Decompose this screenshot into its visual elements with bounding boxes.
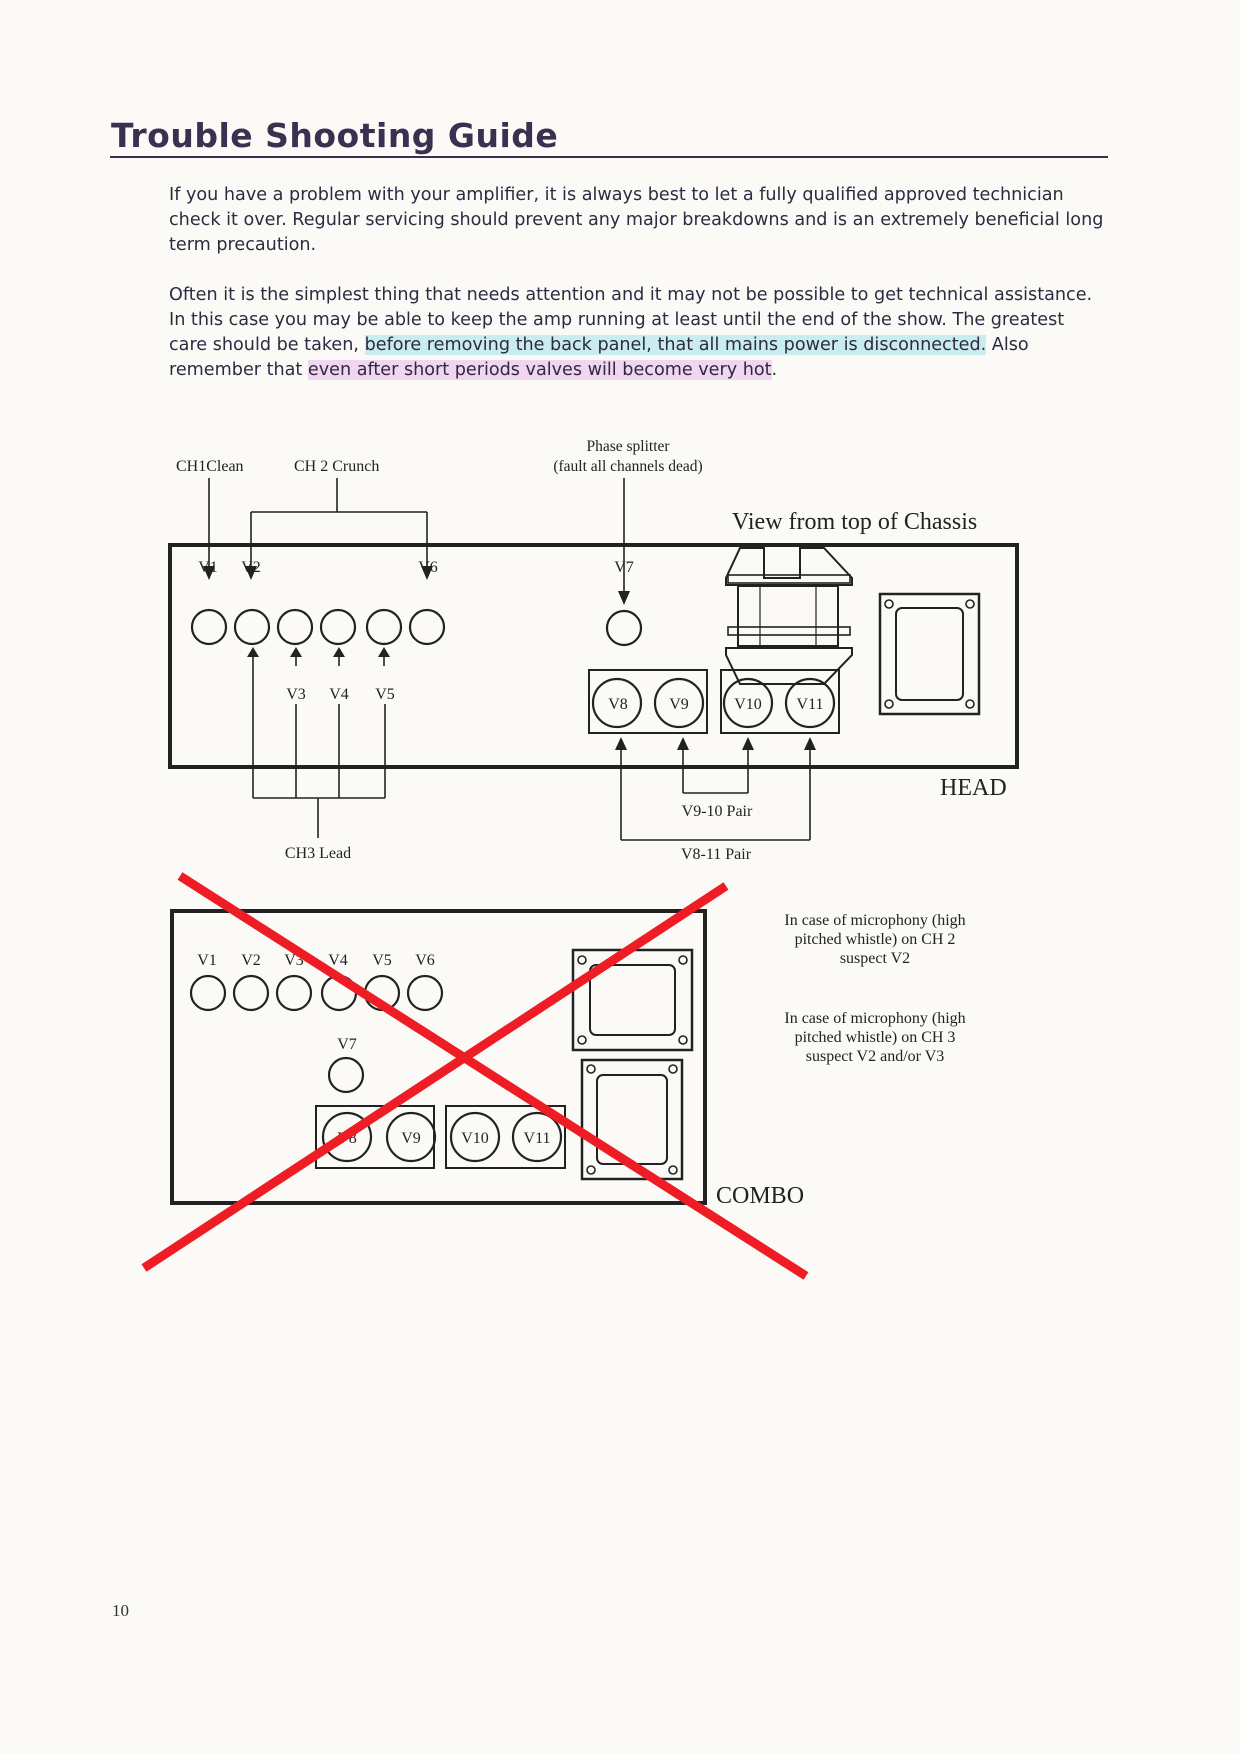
head-v11-label: V11 [797,696,824,713]
page-number: 10 [112,1601,129,1620]
combo-v5-label: V5 [372,952,392,969]
combo-label: COMBO [716,1183,804,1209]
combo-v9-label: V9 [401,1130,421,1147]
combo-v4-label: V4 [328,952,348,969]
v10-pair-arrowhead [742,737,754,750]
head-valve-v7 [605,609,643,647]
note2-line2: pitched whistle) on CH 3 [795,1029,956,1046]
v4-arrowhead [333,647,345,657]
power-valve-box-left [588,669,708,734]
head-valve-v5 [365,608,403,646]
combo-v1-label: V1 [197,952,217,969]
mains-transformer [878,592,981,716]
head-valve-v10 [722,677,774,729]
note1-line2: pitched whistle) on CH 2 [795,931,956,948]
combo-v6-label: V6 [415,952,435,969]
v5-arrowhead [378,647,390,657]
head-valve-v11 [784,677,836,729]
v9-pair-arrowhead [677,737,689,750]
label-ch1-clean: CH1Clean [176,458,244,475]
ch1-arrowhead [203,566,215,580]
note1-line3: suspect V2 [840,950,910,967]
head-valve-v9 [653,677,705,729]
v3-arrowhead [290,647,302,657]
ch3-left-arrowhead [247,647,259,657]
label-phase-fault: (fault all channels dead) [553,458,702,475]
intro-text: If you have a problem with your amplifie… [169,185,1104,255]
head-valve-v1 [190,608,228,646]
head-valve-v8 [591,677,643,729]
cross-stroke-1 [177,872,809,1280]
combo-output-transformer [571,948,694,1052]
v8-11-pair-label: V8-11 Pair [681,846,752,863]
safety-text-e: . [771,360,778,380]
label-ch2-crunch: CH 2 Crunch [294,458,379,475]
page-title: Trouble Shooting Guide [111,116,559,155]
combo-v2-label: V2 [241,952,261,969]
combo-power-box-right [445,1105,566,1169]
head-v3-label: V3 [286,686,306,703]
combo-valve-v8 [321,1111,373,1163]
head-v10-label: V10 [734,696,762,713]
note2-line1: In case of microphony (high [784,1010,965,1027]
combo-valve-v3 [275,974,313,1012]
combo-diagram: V1 V2 V3 V4 V5 V6 V7 V8 V9 V10 V11 [141,872,809,1280]
intro-paragraph: If you have a problem with your amplifie… [169,183,1104,258]
safety-text-highlight-pink: even after short periods valves will bec… [307,360,772,380]
combo-valve-v6 [406,974,444,1012]
combo-chassis-outline [170,909,707,1205]
combo-valve-v7 [327,1056,365,1094]
safety-text-highlight-cyan: before removing the back panel, that all… [364,335,987,355]
head-valve-v3 [276,608,314,646]
head-chassis-outline [168,543,1019,769]
head-valve-v6 [408,608,446,646]
title-rule [110,156,1108,158]
head-v9-label: V9 [669,696,689,713]
safety-text-c: Also remember that [169,335,1029,380]
head-v5-label: V5 [375,686,395,703]
safety-paragraph: Often it is the simplest thing that need… [169,283,1104,383]
head-v4-label: V4 [329,686,349,703]
note1-line1: In case of microphony (high [784,912,965,929]
v11-pair-arrowhead [804,737,816,750]
microphony-notes: In case of microphony (high pitched whis… [784,912,965,1065]
combo-v7-label: V7 [337,1036,357,1053]
combo-valve-v9 [385,1111,437,1163]
safety-text-a: Often it is the simplest thing that need… [169,285,1093,355]
combo-v10-label: V10 [461,1130,489,1147]
ch2-left-arrowhead [245,566,257,580]
note2-line3: suspect V2 and/or V3 [806,1048,945,1065]
combo-valve-v11 [511,1111,563,1163]
ch2-right-arrowhead [421,566,433,580]
head-diagram: CH1Clean CH 2 Crunch Phase splitter (fau… [168,438,1019,863]
ch3-lead-label: CH3 Lead [285,845,351,862]
combo-v11-label: V11 [524,1130,551,1147]
cross-stroke-2 [141,882,729,1272]
combo-valve-v1 [189,974,227,1012]
combo-valve-v2 [232,974,270,1012]
v9-10-pair-label: V9-10 Pair [682,803,753,820]
v8-pair-arrowhead [615,737,627,750]
view-from-top-label: View from top of Chassis [732,509,977,535]
head-v8-label: V8 [608,696,628,713]
output-transformer [725,547,853,685]
head-valve-v4 [319,608,357,646]
head-valve-v2 [233,608,271,646]
combo-valve-v10 [449,1111,501,1163]
head-label: HEAD [940,775,1007,801]
phase-arrowhead [618,591,630,605]
power-valve-box-right [720,669,840,734]
label-phase-splitter: Phase splitter [586,438,670,455]
